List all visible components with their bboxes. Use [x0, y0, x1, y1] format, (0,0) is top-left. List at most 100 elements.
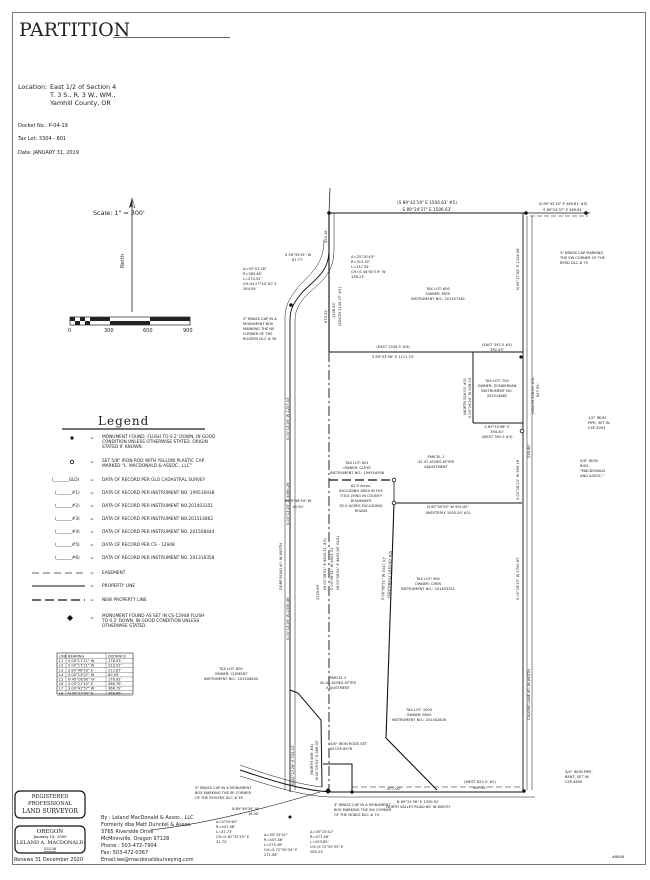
legend-text: PROPERTY LINE — [102, 583, 135, 589]
firm-line: Phone : 503-472-7904 — [101, 843, 157, 849]
curve-data: CH=S 72°59'33" E — [310, 845, 344, 849]
table-cell: L7 — [59, 687, 63, 691]
tax-lot-label: 201514862 — [487, 394, 508, 398]
monument-found-icon — [289, 303, 293, 307]
curve-data: L=275.38' — [264, 843, 283, 847]
bearing-label: S 00°18'23" W 559.16' — [516, 459, 520, 500]
legend-title: Legend — [98, 414, 149, 428]
bearing-label: (WEST 623.5' #2) — [464, 780, 497, 784]
acreage-note: TITLE LYING IN COUNTY — [339, 494, 383, 498]
legend-text: MONUMENT FOUND, FLUSH TO 0.2' DOWN, IN G… — [102, 434, 216, 440]
bearing-label: S 00°08'51" W 4503.31' — [330, 547, 334, 590]
legend-text: CONDITION UNLESS OTHERWISE STATED. ORIGI… — [102, 439, 208, 445]
iron-rod-set-icon — [391, 477, 397, 483]
monument-note: CSP-3093 — [588, 426, 605, 430]
location-line: T. 3 S., R. 3 W., WM., — [49, 91, 115, 99]
iron-rod-set-icon — [391, 500, 397, 506]
bearing-label: (NORTH 528.00' #3) — [463, 378, 467, 415]
tax-lot-label: OWNER: CHEN — [415, 582, 442, 586]
tax-lot-label: TAX LOT: 1000 — [405, 708, 433, 712]
tax-lot-label: TAX LOT: 600 — [425, 287, 450, 291]
monument-note: 3" BRASS CAP IN A MONUMENT — [334, 803, 391, 807]
bearing-label: (WESTERLY 1005.00' #2) — [425, 511, 471, 515]
bearing-label: N 89°30'59" W 991.62' — [427, 505, 468, 509]
legend-symbol: (_______GLO) — [52, 477, 80, 483]
location-line: Yamhill County, OR — [49, 99, 111, 107]
location-block: Location: East 1/2 of Section 4 T. 3 S.,… — [18, 83, 116, 107]
table-cell: S 89°46'53" E — [68, 668, 94, 672]
sheet-border — [12, 12, 646, 865]
monument-note: 5/8" IRON RODS SET — [330, 742, 368, 746]
table-cell: S 00°17'21" W — [68, 659, 95, 663]
table-cell: 223.52' — [108, 664, 122, 668]
monument-note: 3" BRASS CAP MARKING — [560, 251, 603, 255]
distance-label: 527.99' — [536, 383, 540, 397]
distance-label: (SOUTH 1135.37' #3) — [338, 287, 342, 326]
firm-line: Fax: 503-472-0367 — [101, 850, 148, 856]
curve-data: 31.72' — [216, 840, 227, 844]
location-line: East 1/2 of Section 4 — [50, 83, 116, 91]
curve-data: L=31.73' — [216, 830, 232, 834]
acreage-note: 82.0 ACRES EXCLUDING — [340, 504, 383, 508]
bearing-label: S 89°24'37" E 489.81' — [543, 208, 583, 212]
acreage-note: INCLUDING AREA IN FEE — [339, 489, 383, 493]
table-cell: 366.72' — [108, 687, 122, 691]
table-header: LINE — [59, 655, 68, 659]
curve-data: Δ=25°10'43" — [351, 255, 375, 259]
survey-date: Date: JANUARY 31, 2019 — [18, 150, 79, 156]
legend-text: TO 0.2' DOWN, IN GOOD CONDITION UNLESS — [101, 618, 199, 624]
tax-lot-label: INSTRUMENT NO.: 201207261 — [411, 297, 465, 301]
scale-bar — [69, 316, 191, 326]
table-cell: 176.92' — [108, 678, 122, 682]
monument-note: "MACDONALD — [580, 469, 605, 473]
bearing-label: (EAST 392.5 #3) — [482, 343, 512, 347]
legend-eq: = — [90, 616, 94, 621]
curve-data: Δ=35°15'42" — [264, 833, 288, 837]
table-cell: 366.76' — [108, 682, 122, 686]
bearing-label: (S 89°42'19" E 1506.63' #5) — [397, 200, 457, 205]
road-label: CALKINS LANE 40' IN WIDTH — [527, 669, 531, 720]
monument-note: CORNER OF THE — [243, 332, 273, 336]
monument-found-icon — [524, 211, 528, 215]
monument-note: 1/2" IRON — [588, 416, 606, 420]
monument-found-icon — [327, 211, 331, 215]
firm-line: Formerly dba Matt Dunckel & Assoc. — [101, 822, 192, 828]
parcel-label: ADJUSTMENT — [326, 686, 350, 690]
table-header: DISTANCE — [108, 655, 127, 659]
tax-lot-label: TAX LOT: 801 — [344, 461, 369, 465]
monument-note: BENT, SET IN — [565, 775, 589, 779]
legend-eq: = — [90, 556, 94, 561]
scale-tick-label: 600 — [143, 328, 153, 334]
bearing-label: S 00°13'26" W 1207.03' — [286, 397, 290, 440]
plat-labels: (S 89°42'19" E 1506.63' #5) S 89°24'37" … — [195, 200, 610, 857]
table-cell: 80.05' — [108, 673, 119, 677]
legend-symbol: (_______#4) — [55, 529, 80, 535]
legend-symbol: (_______#3) — [55, 516, 80, 522]
tax-lot-label: INSTRUMENT NO.: 199516938 — [330, 471, 385, 475]
legend-eq: = — [90, 571, 94, 576]
legend-eq: = — [90, 491, 94, 496]
distance-label: 667.42' — [473, 786, 487, 790]
curve-data: Δ=4°03'46" — [216, 820, 238, 824]
bearing-label: (N 00°08'51" E 4493.28' GLO) — [336, 536, 340, 590]
north-arrow-icon — [129, 197, 136, 312]
firm-line: Email:lee@macdonaldsurveying.com — [101, 857, 194, 863]
curve-data: Δ=55°01'28" — [243, 267, 267, 271]
curve-data: L=293.85' — [310, 840, 329, 844]
monument-found-icon — [584, 211, 588, 215]
curve-data: CH=S 62°33'15" E — [216, 835, 250, 839]
curve-data: R=477.46' — [310, 835, 329, 839]
bearing-label: S 00°13'26" W 2335.46' — [286, 597, 290, 640]
bearing-label: S 00°26'24" W 528.00' — [468, 377, 472, 418]
distance-label: 1108.50' — [332, 302, 336, 318]
table-cell: L3 — [59, 668, 63, 672]
acreage-note: ROADWAYS — [351, 499, 372, 503]
legend-symbol: (_______#5) — [55, 542, 80, 548]
legend-eq: = — [90, 478, 94, 483]
legend-text: DATA OF RECORD PER GLO CADASTRAL SURVEY — [102, 477, 206, 483]
stamp-text: OREGON — [37, 829, 64, 835]
bearing-label: (N 00°08'51" E 4503.31' #2) — [323, 538, 327, 590]
legend-eq: = — [90, 504, 94, 509]
bearing-label: (WEST 392.5 #3) — [482, 435, 514, 439]
